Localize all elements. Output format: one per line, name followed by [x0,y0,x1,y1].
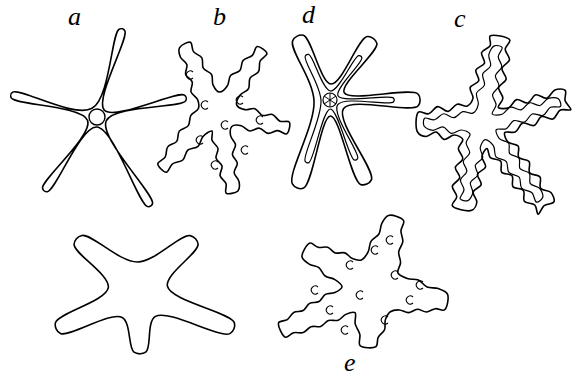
arm-inner-line [305,54,394,163]
figure-letter: a [68,4,81,30]
starfish-outline [158,42,290,193]
disc-lines [324,93,336,107]
arm-inner-line [423,46,560,203]
figure-letter: e [344,350,356,376]
starfish-outline [292,35,420,189]
central-disc [323,93,337,107]
spine-marks [311,236,423,334]
figure-letter: c [454,6,466,32]
spine-marks [186,71,263,169]
figure-letter: d [302,2,315,28]
starfish-outline [278,215,448,348]
starfish-outline [55,235,234,353]
figure-letter: b [213,4,226,30]
starfish-outline [416,35,571,214]
starfish-outline [11,29,187,207]
central-disc [89,109,105,125]
